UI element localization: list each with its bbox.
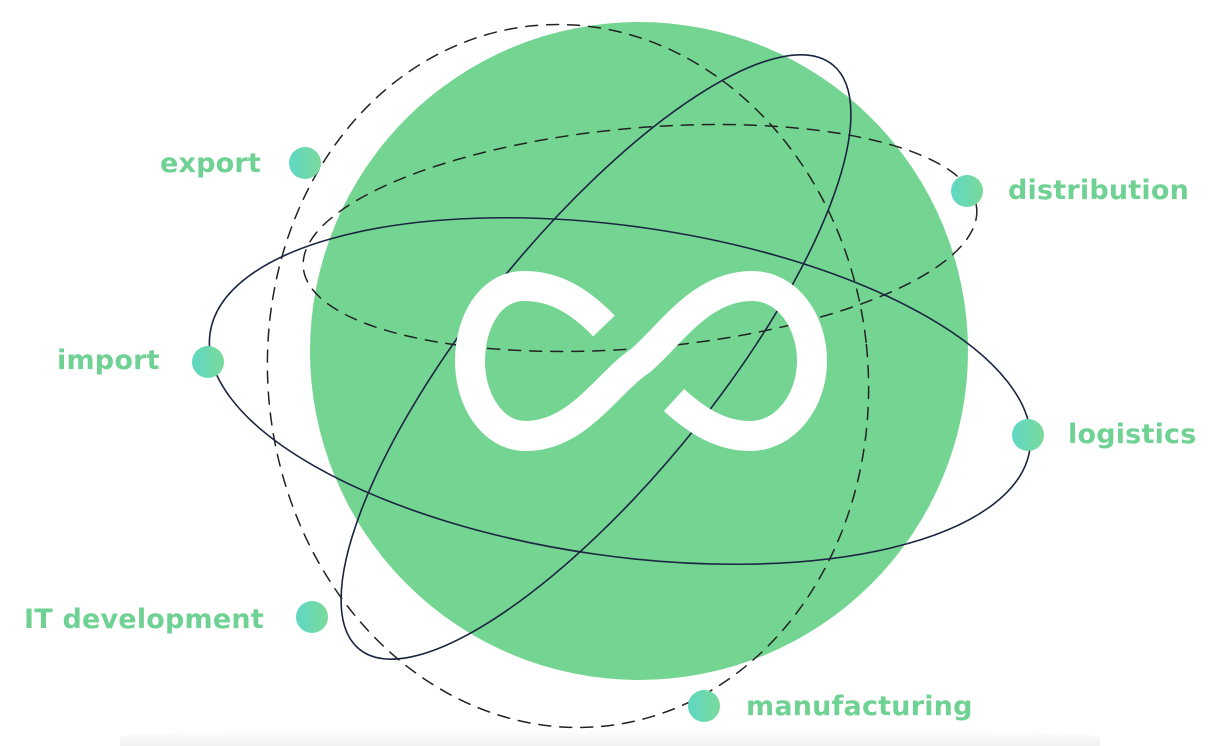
node-dot-it-development <box>296 601 328 633</box>
orbit-dashed-tall <box>266 23 870 729</box>
node-dot-manufacturing <box>688 690 720 722</box>
node-label-distribution: distribution <box>1008 175 1190 206</box>
node-dot-distribution <box>951 175 983 207</box>
node-label-export: export <box>160 148 262 179</box>
node-label-it-development: IT development <box>24 604 264 635</box>
bottom-shadow <box>120 728 1100 746</box>
node-dot-export <box>289 147 321 179</box>
node-label-import: import <box>57 345 160 376</box>
node-dot-logistics <box>1012 419 1044 451</box>
infinity-icon <box>455 271 827 451</box>
orbit-dashed-wide <box>302 123 978 353</box>
node-label-logistics: logistics <box>1068 419 1197 450</box>
node-label-manufacturing: manufacturing <box>746 691 973 722</box>
node-dot-import <box>192 346 224 378</box>
